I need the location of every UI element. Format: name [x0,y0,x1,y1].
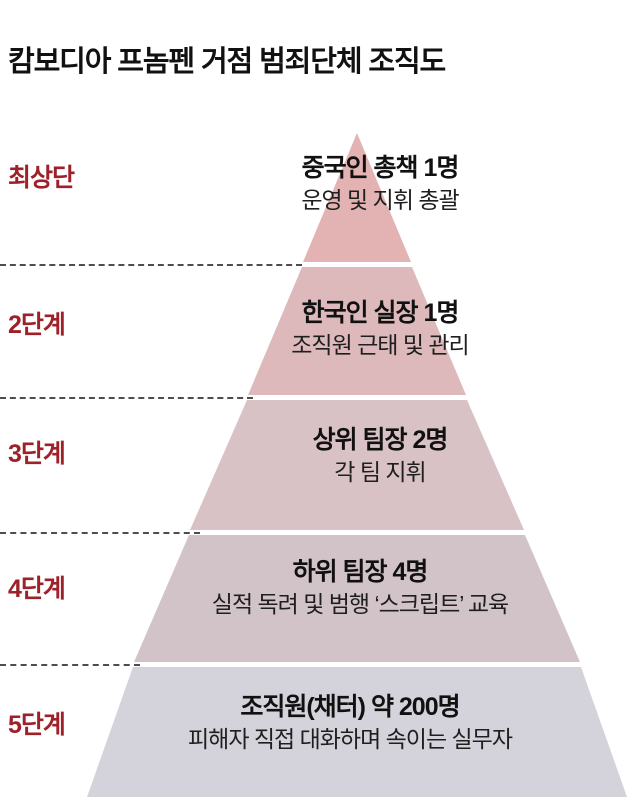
tier-divider-3 [0,532,200,534]
pyramid-tier-3-shape [190,400,524,530]
page-title: 캄보디아 프놈펜 거점 범죄단체 조직도 [8,46,446,78]
pyramid-tier-5-shape [87,667,627,797]
tier-4-subtext: 실적 독려 및 범행 ‘스크립트’ 교육 [211,590,509,617]
tier-2-heading: 한국인 실장 1명 [301,299,460,327]
tier-3-subtext: 각 팀 지휘 [334,458,426,485]
tier-2-subtext: 조직원 근태 및 관리 [291,331,469,358]
tier-divider-1 [0,264,302,266]
tier-divider-4 [0,664,140,666]
pyramid-tier-4-shape [134,535,580,662]
tier-5-heading: 조직원(채터) 약 200명 [240,693,460,721]
pyramid-tier-2-text: 한국인 실장 1명 조직원 근태 및 관리 [170,298,590,360]
tier-4-heading: 하위 팀장 4명 [292,558,429,586]
pyramid-tier-1-text: 중국인 총책 1명 운영 및 지휘 총괄 [170,153,590,215]
tier-1-subtext: 운영 및 지휘 총괄 [301,186,459,213]
pyramid-tier-5-text: 조직원(채터) 약 200명 피해자 직접 대화하며 속이는 실무자 [100,692,600,754]
tier-3-heading: 상위 팀장 2명 [312,426,449,454]
stage-label-5: 5단계 [8,711,66,739]
tier-divider-2 [0,397,253,399]
pyramid-tier-2-shape [248,267,466,395]
stage-label-4: 4단계 [8,575,66,603]
pyramid-tier-1-shape [303,133,411,262]
tier-5-subtext: 피해자 직접 대화하며 속이는 실무자 [188,725,513,752]
stage-label-top: 최상단 [8,164,75,192]
stage-label-2: 2단계 [8,311,66,339]
pyramid-tier-4-text: 하위 팀장 4명 실적 독려 및 범행 ‘스크립트’ 교육 [120,557,600,619]
stage-label-3: 3단계 [8,440,66,468]
tier-1-heading: 중국인 총책 1명 [301,154,460,182]
pyramid-tier-3-text: 상위 팀장 2명 각 팀 지휘 [170,425,590,487]
